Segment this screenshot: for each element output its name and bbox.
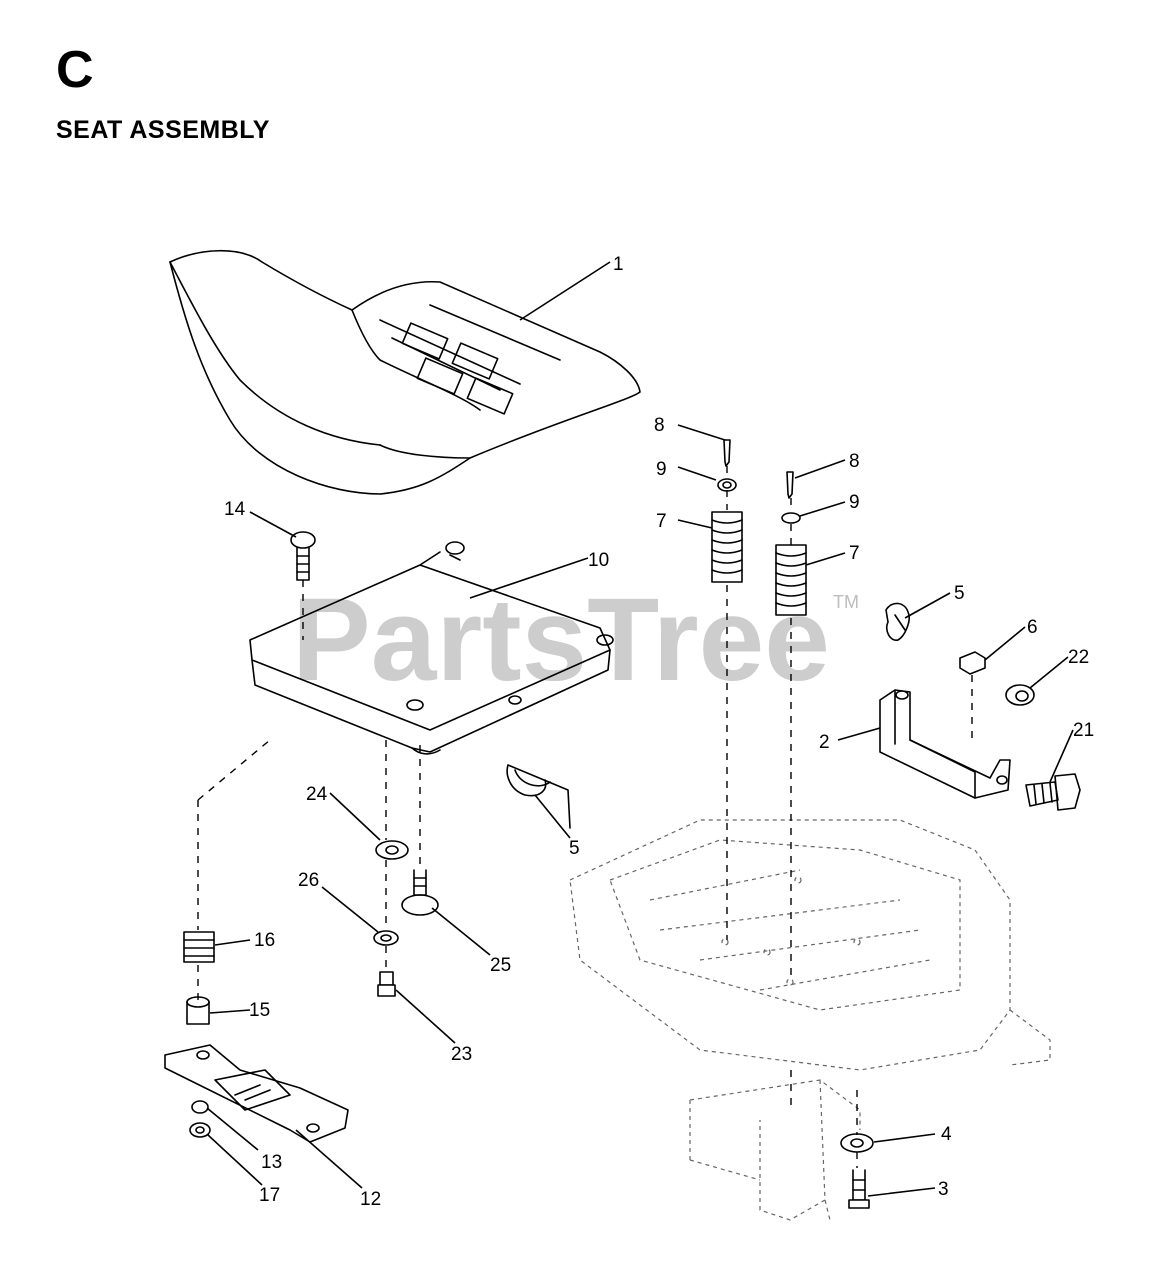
callout-10[interactable]: 10: [588, 550, 609, 571]
part-slide-rail-12[interactable]: [164, 1044, 349, 1143]
callout-17[interactable]: 17: [259, 1185, 280, 1206]
part-nut-13[interactable]: [191, 1100, 209, 1114]
callout-5[interactable]: 5: [954, 583, 965, 604]
callout-21[interactable]: 21: [1073, 720, 1094, 741]
part-spring-16[interactable]: [183, 931, 215, 963]
callout-16[interactable]: 16: [254, 930, 275, 951]
part-bolt-3[interactable]: [848, 1169, 870, 1209]
part-nut-6[interactable]: [959, 651, 986, 675]
part-clip-5a[interactable]: [885, 602, 910, 641]
callout-14[interactable]: 14: [224, 499, 246, 520]
callout-7[interactable]: 7: [656, 511, 667, 532]
part-pin-8a[interactable]: [723, 439, 731, 467]
callout-23[interactable]: 23: [451, 1044, 472, 1065]
part-clip-5b[interactable]: [506, 764, 571, 829]
callout-9[interactable]: 9: [849, 492, 860, 513]
section-letter: C: [56, 41, 94, 99]
part-bolt-21[interactable]: [1025, 773, 1081, 811]
callout-5[interactable]: 5: [569, 838, 580, 859]
part-bolt-25[interactable]: [401, 869, 439, 916]
part-pin-8b[interactable]: [786, 471, 794, 499]
callout-8[interactable]: 8: [849, 451, 860, 472]
watermark-trademark: TM: [833, 592, 859, 612]
watermark-text: PartsTree: [292, 574, 830, 706]
part-washer-26[interactable]: [373, 930, 399, 946]
callout-25[interactable]: 25: [490, 955, 511, 976]
part-nut-17[interactable]: [189, 1122, 211, 1138]
callout-12[interactable]: 12: [360, 1189, 381, 1210]
callout-7[interactable]: 7: [849, 543, 860, 564]
callout-15[interactable]: 15: [249, 1000, 270, 1021]
callout-22[interactable]: 22: [1068, 647, 1089, 668]
part-bolt-14[interactable]: [290, 531, 316, 581]
callout-26[interactable]: 26: [298, 870, 319, 891]
part-nut-9b[interactable]: [781, 512, 801, 524]
part-seat-pan[interactable]: [249, 541, 614, 755]
callout-24[interactable]: 24: [306, 784, 328, 805]
part-bracket-2[interactable]: [879, 689, 1011, 799]
callout-8[interactable]: 8: [654, 415, 665, 436]
part-seat[interactable]: [169, 249, 641, 495]
callout-1[interactable]: 1: [613, 254, 624, 275]
part-frame: [569, 819, 1051, 1221]
callout-9[interactable]: 9: [656, 459, 667, 480]
callout-13[interactable]: 13: [261, 1152, 282, 1173]
callout-labels: 1 8 9 7 8 9 7 14 10 5 6 22 2 21 24 5 26 …: [224, 254, 1094, 1210]
callout-4[interactable]: 4: [941, 1124, 952, 1145]
part-bushing-15[interactable]: [186, 996, 210, 1025]
callout-3[interactable]: 3: [938, 1179, 949, 1200]
section-title: SEAT ASSEMBLY: [56, 116, 270, 144]
part-nut-23[interactable]: [377, 971, 396, 997]
callout-2[interactable]: 2: [819, 732, 830, 753]
alignment-lines: [197, 466, 973, 1168]
part-knob-22[interactable]: [1005, 684, 1035, 706]
part-spring-7b[interactable]: [775, 544, 807, 616]
leader-lines: [206, 261, 1074, 1197]
part-spring-7a[interactable]: [711, 511, 743, 583]
part-washer-4[interactable]: [840, 1133, 874, 1153]
callout-6[interactable]: 6: [1027, 617, 1038, 638]
part-washer-24[interactable]: [375, 840, 409, 860]
part-nut-9a[interactable]: [717, 478, 737, 492]
